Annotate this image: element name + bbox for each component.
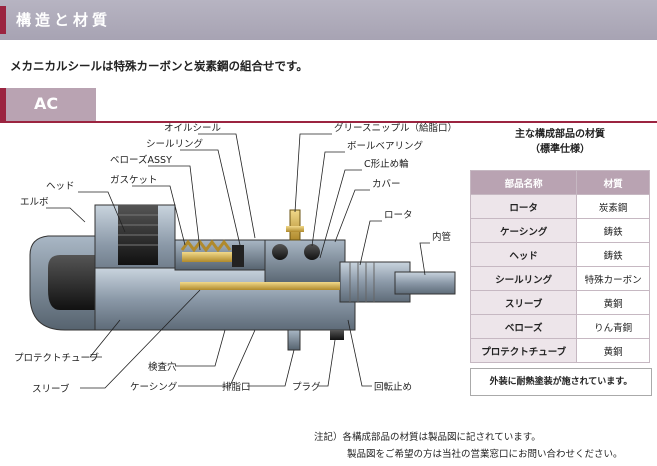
label-c-ring: C形止め輪 <box>364 158 409 170</box>
part-name-cell: ケーシング <box>469 218 578 243</box>
part-name-cell: ヘッド <box>469 242 578 267</box>
page-title: 構造と材質 <box>16 11 112 29</box>
material-cell: 黄銅 <box>576 290 650 315</box>
sleeve-part <box>180 282 340 290</box>
materials-title-line1: 主な構成部品の材質 <box>515 129 605 140</box>
label-head: ヘッド <box>46 181 75 192</box>
part-name-cell: ロータ <box>469 194 578 219</box>
materials-table: 部品名称 材質 ロータ炭素鋼 ケーシング鋳鉄 ヘッド鋳鉄 シールリング特殊カーボ… <box>469 170 650 363</box>
seal-ring-part <box>232 245 244 267</box>
label-drain: 排脂口 <box>222 381 251 393</box>
footnote: 注記）各構成部品の材質は製品図に記されています。 製品図をご希望の方は当社の営業… <box>314 429 623 463</box>
drain-part <box>287 329 301 351</box>
label-plug: プラグ <box>292 381 321 393</box>
part-name-cell: プロテクトチューブ <box>469 338 578 363</box>
label-oil-seal: オイルシール <box>164 123 222 134</box>
bellows-part <box>180 239 232 262</box>
table-row: プロテクトチューブ黄銅 <box>469 338 650 363</box>
label-inner-pipe: 内管 <box>432 231 451 243</box>
materials-title-line2: （標準仕様） <box>530 144 590 155</box>
plug-part <box>330 330 344 340</box>
material-cell: 黄銅 <box>576 338 650 363</box>
table-row: ケーシング鋳鉄 <box>469 218 650 243</box>
elbow-part <box>29 235 96 331</box>
cross-section-diagram: オイルシール シールリング ベローズASSY ガスケット ヘッド エルボ グリー… <box>14 122 457 395</box>
model-tab: AC <box>0 88 96 122</box>
label-cover: カバー <box>372 179 401 190</box>
material-cell: 炭素鋼 <box>576 194 650 219</box>
model-tab-label: AC <box>34 94 59 113</box>
label-gasket: ガスケット <box>110 175 158 186</box>
label-ball-bearing: ボールベアリング <box>347 140 424 152</box>
table-row: ロータ炭素鋼 <box>469 194 650 219</box>
header-material: 材質 <box>576 170 650 195</box>
label-seal-ring: シールリング <box>146 138 204 150</box>
material-cell: りん青銅 <box>576 314 650 339</box>
tab-accent-bar <box>0 88 6 122</box>
footnote-line2: 製品図をご希望の方は当社の営業窓口にお問い合わせください。 <box>347 449 623 460</box>
table-row: ヘッド鋳鉄 <box>469 242 650 267</box>
label-sleeve: スリーブ <box>32 383 70 395</box>
section-rule <box>0 121 657 123</box>
label-anti-rotation: 回転止め <box>374 381 412 393</box>
ball-bearing-part <box>272 244 320 260</box>
part-name-cell: シールリング <box>469 266 578 291</box>
label-rotor: ロータ <box>384 210 413 221</box>
label-grease-nipple: グリースニップル（給脂口） <box>334 122 457 134</box>
label-casing: ケーシング <box>130 381 178 393</box>
inner-pipe-part <box>394 271 456 295</box>
material-cell: 鋳鉄 <box>576 242 650 267</box>
label-bellows-assy: ベローズASSY <box>110 154 172 166</box>
coating-note: 外装に耐熱塗装が施されています。 <box>470 368 652 396</box>
label-elbow: エルボ <box>20 197 49 208</box>
header-accent-bar <box>0 6 6 34</box>
table-row: ベローズりん青銅 <box>469 314 650 339</box>
table-row: シールリング特殊カーボン <box>469 266 650 291</box>
intro-text: メカニカルシールは特殊カーボンと炭素鋼の組合せです。 <box>10 59 308 73</box>
part-name-cell: ベローズ <box>469 314 578 339</box>
materials-title: 主な構成部品の材質 （標準仕様） <box>470 127 650 157</box>
leader-lines <box>46 133 430 389</box>
material-cell: 鋳鉄 <box>576 218 650 243</box>
header-part-name: 部品名称 <box>469 170 578 195</box>
label-inspection-hole: 検査穴 <box>148 361 177 373</box>
part-name-cell: スリーブ <box>469 290 578 315</box>
table-header-row: 部品名称 材質 <box>469 170 650 195</box>
label-protect-tube: プロテクトチューブ <box>14 352 99 364</box>
material-cell: 特殊カーボン <box>576 266 650 291</box>
grease-nipple-part <box>286 209 304 241</box>
table-row: スリーブ黄銅 <box>469 290 650 315</box>
section-header: 構造と材質 <box>0 0 657 40</box>
footnote-line1: 注記）各構成部品の材質は製品図に記されています。 <box>314 432 541 443</box>
